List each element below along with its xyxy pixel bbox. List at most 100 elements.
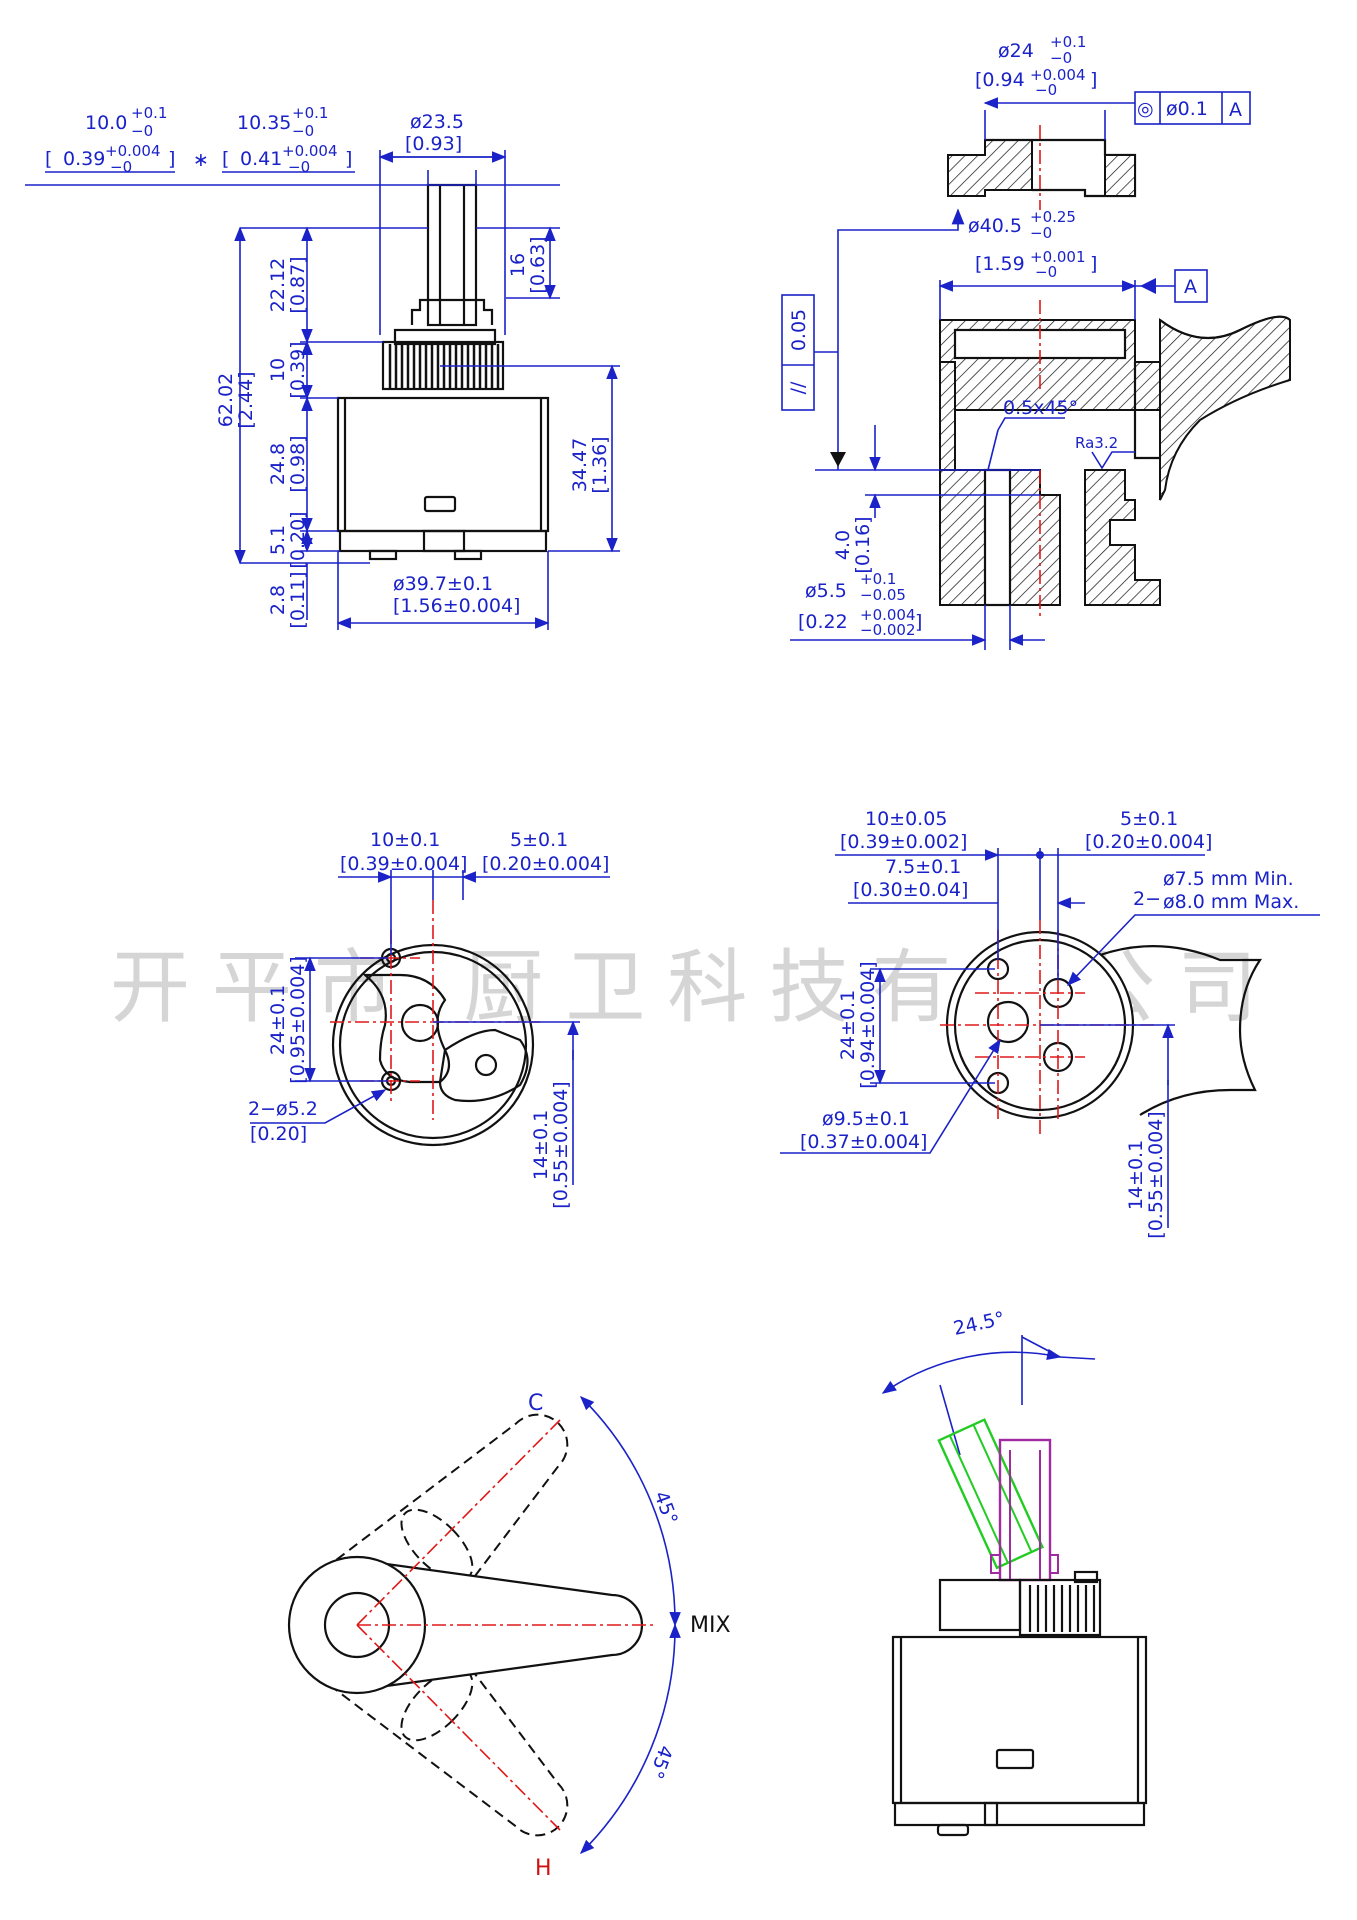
svg-text:]: ] xyxy=(1090,253,1097,275)
tilt-view: 24.5° xyxy=(881,1308,1148,1837)
svg-text:+0.004: +0.004 xyxy=(282,142,338,160)
svg-text:−0: −0 xyxy=(288,158,310,176)
svg-text:−0: −0 xyxy=(292,122,314,140)
svg-text:−0: −0 xyxy=(110,158,132,176)
dim-seat-center-hole-inch: [0.37±0.004] xyxy=(800,1131,927,1153)
dim-bottom-center: 14±0.1 xyxy=(530,1110,552,1180)
dim-seat-offset-c: 7.5±0.1 xyxy=(885,856,961,878)
dim-spline-height-inch: [0.39] xyxy=(287,341,309,398)
dim-spline-height: 10 xyxy=(267,358,289,382)
dim-total-height-inch: [2.44] xyxy=(235,371,257,428)
dim-bottom-offset-b: 5±0.1 xyxy=(510,829,568,851)
dim-seat-offset-b: 5±0.1 xyxy=(1120,808,1178,830)
dim-stem-dia-inch: [0.93] xyxy=(405,133,462,155)
dim-stem-dia: ø23.5 xyxy=(410,111,464,133)
chamfer-note: 0.5x45° xyxy=(1003,397,1078,419)
dim-seat-offset-b-inch: [0.20±0.004] xyxy=(1085,831,1212,853)
dim-bottom-offset-b-inch: [0.20±0.004] xyxy=(482,853,609,875)
body-slot xyxy=(423,495,457,513)
concentric-tolerance: ø0.1 xyxy=(1166,98,1208,120)
dim-top-a-bracket-open: [ xyxy=(45,148,52,170)
stem-shoulder xyxy=(410,298,494,325)
dim-body-height: 24.8 xyxy=(267,443,289,485)
dim-seat-center: 14±0.1 xyxy=(1125,1140,1147,1210)
svg-text:+0.1: +0.1 xyxy=(1050,33,1086,51)
datum-ref: A xyxy=(1229,99,1242,121)
dim-base-height: 5.1 xyxy=(267,525,289,555)
dim-upper-height: 16 xyxy=(507,253,529,277)
seat-hole-view: 10±0.05 [0.39±0.002] 5±0.1 [0.20±0.004] … xyxy=(780,808,1320,1239)
dim-bottom-pin-dia-inch: [0.20] xyxy=(250,1123,307,1145)
dim-body-diameter: ø39.7±0.1 xyxy=(393,573,493,595)
dim-stem-height-inch: [0.87] xyxy=(287,256,309,313)
svg-text:−0: −0 xyxy=(1030,224,1052,242)
label-cold: C xyxy=(528,1391,543,1416)
dim-cap-dia: ø24 xyxy=(998,40,1034,62)
dim-seat-inch: [1.59 xyxy=(975,253,1025,275)
svg-text:+0.25: +0.25 xyxy=(1030,208,1076,226)
stem-tilted xyxy=(937,1418,1045,1570)
dim-star: ∗ xyxy=(193,149,209,171)
dim-bottom-pin-dia: 2−ø5.2 xyxy=(248,1098,318,1120)
dim-body-diameter-inch: [1.56±0.004] xyxy=(393,595,520,617)
dim-top-a-inch: 0.39 xyxy=(63,148,105,170)
svg-text:−0: −0 xyxy=(1035,263,1057,281)
concentricity-frame xyxy=(1134,91,1251,125)
bottom-port-b xyxy=(438,1028,529,1103)
dim-seat-center-hole: ø9.5±0.1 xyxy=(822,1108,910,1130)
seat-center-hole xyxy=(986,1000,1030,1044)
svg-text:]: ] xyxy=(915,611,922,633)
dim-stem-height: 22.12 xyxy=(267,258,289,312)
svg-text:+0.004: +0.004 xyxy=(1030,66,1086,84)
svg-text:+0.1: +0.1 xyxy=(860,570,896,588)
dim-upper-height-inch: [0.63] xyxy=(527,236,549,293)
svg-text:+0.1: +0.1 xyxy=(292,104,328,122)
svg-text:−0.05: −0.05 xyxy=(860,586,906,604)
datum-a: A xyxy=(1184,276,1197,298)
dim-body-total-height-inch: [1.36] xyxy=(589,436,611,493)
dim-bottom-offset-a-inch: [0.39±0.004] xyxy=(340,853,467,875)
dim-seat-hole-max: ø8.0 mm Max. xyxy=(1163,891,1299,913)
dim-bottom-center-inch: [0.55±0.004] xyxy=(550,1081,572,1208)
svg-text:−0: −0 xyxy=(1050,49,1072,67)
stem-outline xyxy=(426,183,478,327)
label-hot: H xyxy=(535,1856,552,1881)
svg-text:]: ] xyxy=(168,148,175,170)
svg-text:−0.002: −0.002 xyxy=(860,621,916,639)
tilt-angle: 24.5° xyxy=(951,1308,1006,1340)
svg-text:+0.004: +0.004 xyxy=(860,606,916,624)
dim-bottom-pin-spacing-inch: [0.95±0.004] xyxy=(287,956,309,1083)
dim-base-height-inch: [0.20] xyxy=(287,511,309,568)
svg-text:+0.004: +0.004 xyxy=(105,142,161,160)
dim-seat-offset-c-inch: [0.30±0.04] xyxy=(853,879,968,901)
svg-text:−0: −0 xyxy=(131,122,153,140)
tilt-body-upper xyxy=(938,1578,1022,1632)
angle-hot: 45° xyxy=(645,1742,677,1781)
label-mix: MIX xyxy=(690,1613,731,1638)
angle-cold: 45° xyxy=(650,1488,682,1527)
dim-top-b-inch: 0.41 xyxy=(240,148,282,170)
svg-text:]: ] xyxy=(1090,69,1097,91)
parallel-symbol: // xyxy=(787,381,809,394)
dim-foot-height: 2.8 xyxy=(267,585,289,615)
dim-seat-spacing-inch: [0.94±0.004] xyxy=(857,961,879,1088)
datum-a-box xyxy=(1174,269,1208,303)
svg-text:]: ] xyxy=(345,148,352,170)
dim-recess-depth: 4.0 xyxy=(832,530,854,560)
dim-total-height: 62.02 xyxy=(215,373,237,427)
front-elevation-view: 10.0 +0.1 −0 [ 0.39 +0.004 −0 ] ∗ 10.35 … xyxy=(25,104,620,630)
dim-pin-dia: ø5.5 xyxy=(805,580,847,602)
section-view: ø24 +0.1 −0 [0.94 +0.004 −0 ] ◎ ø0.1 A ø… xyxy=(781,33,1291,650)
dim-recess-depth-inch: [0.16] xyxy=(852,516,874,573)
svg-text:[: [ xyxy=(222,148,229,170)
dim-top-a: 10.0 xyxy=(85,112,127,134)
dim-top-b: 10.35 xyxy=(237,112,291,134)
cap-left-hatch xyxy=(947,139,1033,197)
dim-body-height-inch: [0.98] xyxy=(287,435,309,492)
dim-seat-hole-prefix: 2− xyxy=(1133,888,1161,910)
parallel-tolerance: 0.05 xyxy=(788,309,810,351)
dim-seat-offset-a-inch: [0.39±0.002] xyxy=(840,831,967,853)
dim-seat-hole-min: ø7.5 mm Min. xyxy=(1163,868,1294,890)
dim-body-total-height: 34.47 xyxy=(569,438,591,492)
dim-bottom-pin-spacing: 24±0.1 xyxy=(267,985,289,1055)
